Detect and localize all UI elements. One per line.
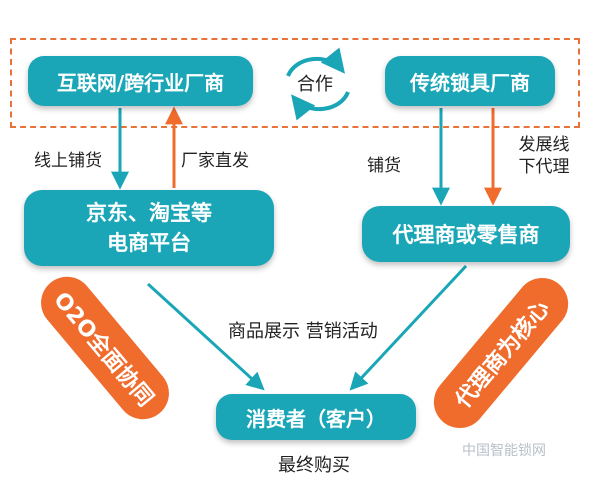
- coop-arc-bottom: [290, 91, 350, 121]
- node-internet-label: 互联网/跨行业厂商: [56, 70, 225, 95]
- label-online-stocking: 线上铺货: [34, 151, 102, 171]
- arrow-ecommerce-consumer: [146, 282, 265, 391]
- node-agent-retailer: 代理商或零售商: [362, 206, 570, 262]
- node-ecommerce-platform: 京东、淘宝等 电商平台: [24, 190, 274, 266]
- watermark: 中国智能锁网: [462, 443, 546, 459]
- node-traditional-label: 传统锁具厂商: [410, 70, 530, 95]
- node-agent-label: 代理商或零售商: [392, 223, 540, 247]
- arrow-agent-consumer: [349, 264, 468, 391]
- label-develop-agents: 发展线 下代理: [514, 134, 574, 178]
- node-ecommerce-label-1: 京东、淘宝等: [86, 201, 212, 225]
- node-traditional-lock-vendor: 传统锁具厂商: [385, 56, 555, 106]
- cooperation-frame: [10, 38, 580, 128]
- node-internet-vendor: 互联网/跨行业厂商: [28, 56, 253, 106]
- label-stocking: 铺货: [367, 156, 401, 176]
- coop-arc-top: [286, 47, 346, 77]
- label-cooperation: 合作: [297, 74, 333, 95]
- node-ecommerce-label-2: 电商平台: [107, 231, 191, 255]
- node-consumer-label: 消费者（客户）: [246, 406, 386, 431]
- node-consumer: 消费者（客户）: [216, 394, 416, 440]
- label-factory-direct: 厂家直发: [181, 151, 249, 171]
- label-develop-line2: 下代理: [518, 157, 570, 177]
- label-final-purchase: 最终购买: [278, 455, 350, 476]
- label-display-marketing: 商品展示 营销活动: [228, 321, 378, 342]
- label-develop-line1: 发展线: [518, 135, 570, 155]
